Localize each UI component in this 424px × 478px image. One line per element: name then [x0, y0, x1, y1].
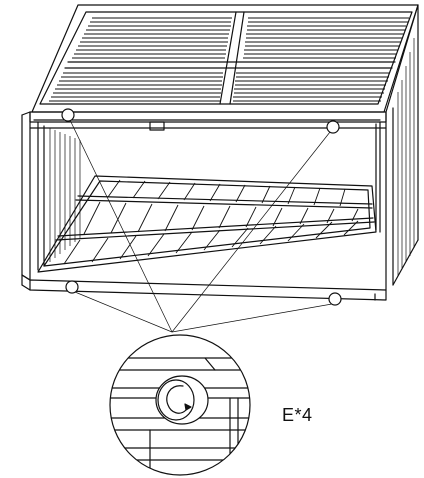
marker-top-left	[61, 108, 75, 122]
part-markers	[61, 108, 342, 306]
marker-bottom-right	[328, 292, 342, 306]
floor-shelf	[37, 175, 377, 273]
marker-bottom-left	[65, 280, 79, 294]
marker-top-right	[326, 120, 340, 134]
leader-lines	[69, 119, 333, 333]
quantity-label: E*4	[282, 405, 313, 425]
roof-frame	[31, 4, 419, 113]
roof-slats-right	[233, 17, 409, 102]
left-side-panel	[21, 111, 81, 281]
detail-callout	[109, 334, 251, 476]
roof-slats-left	[49, 17, 232, 102]
right-side-panel	[375, 4, 419, 291]
cam-lock-icon	[155, 375, 209, 425]
front-bottom-rail	[21, 274, 387, 301]
